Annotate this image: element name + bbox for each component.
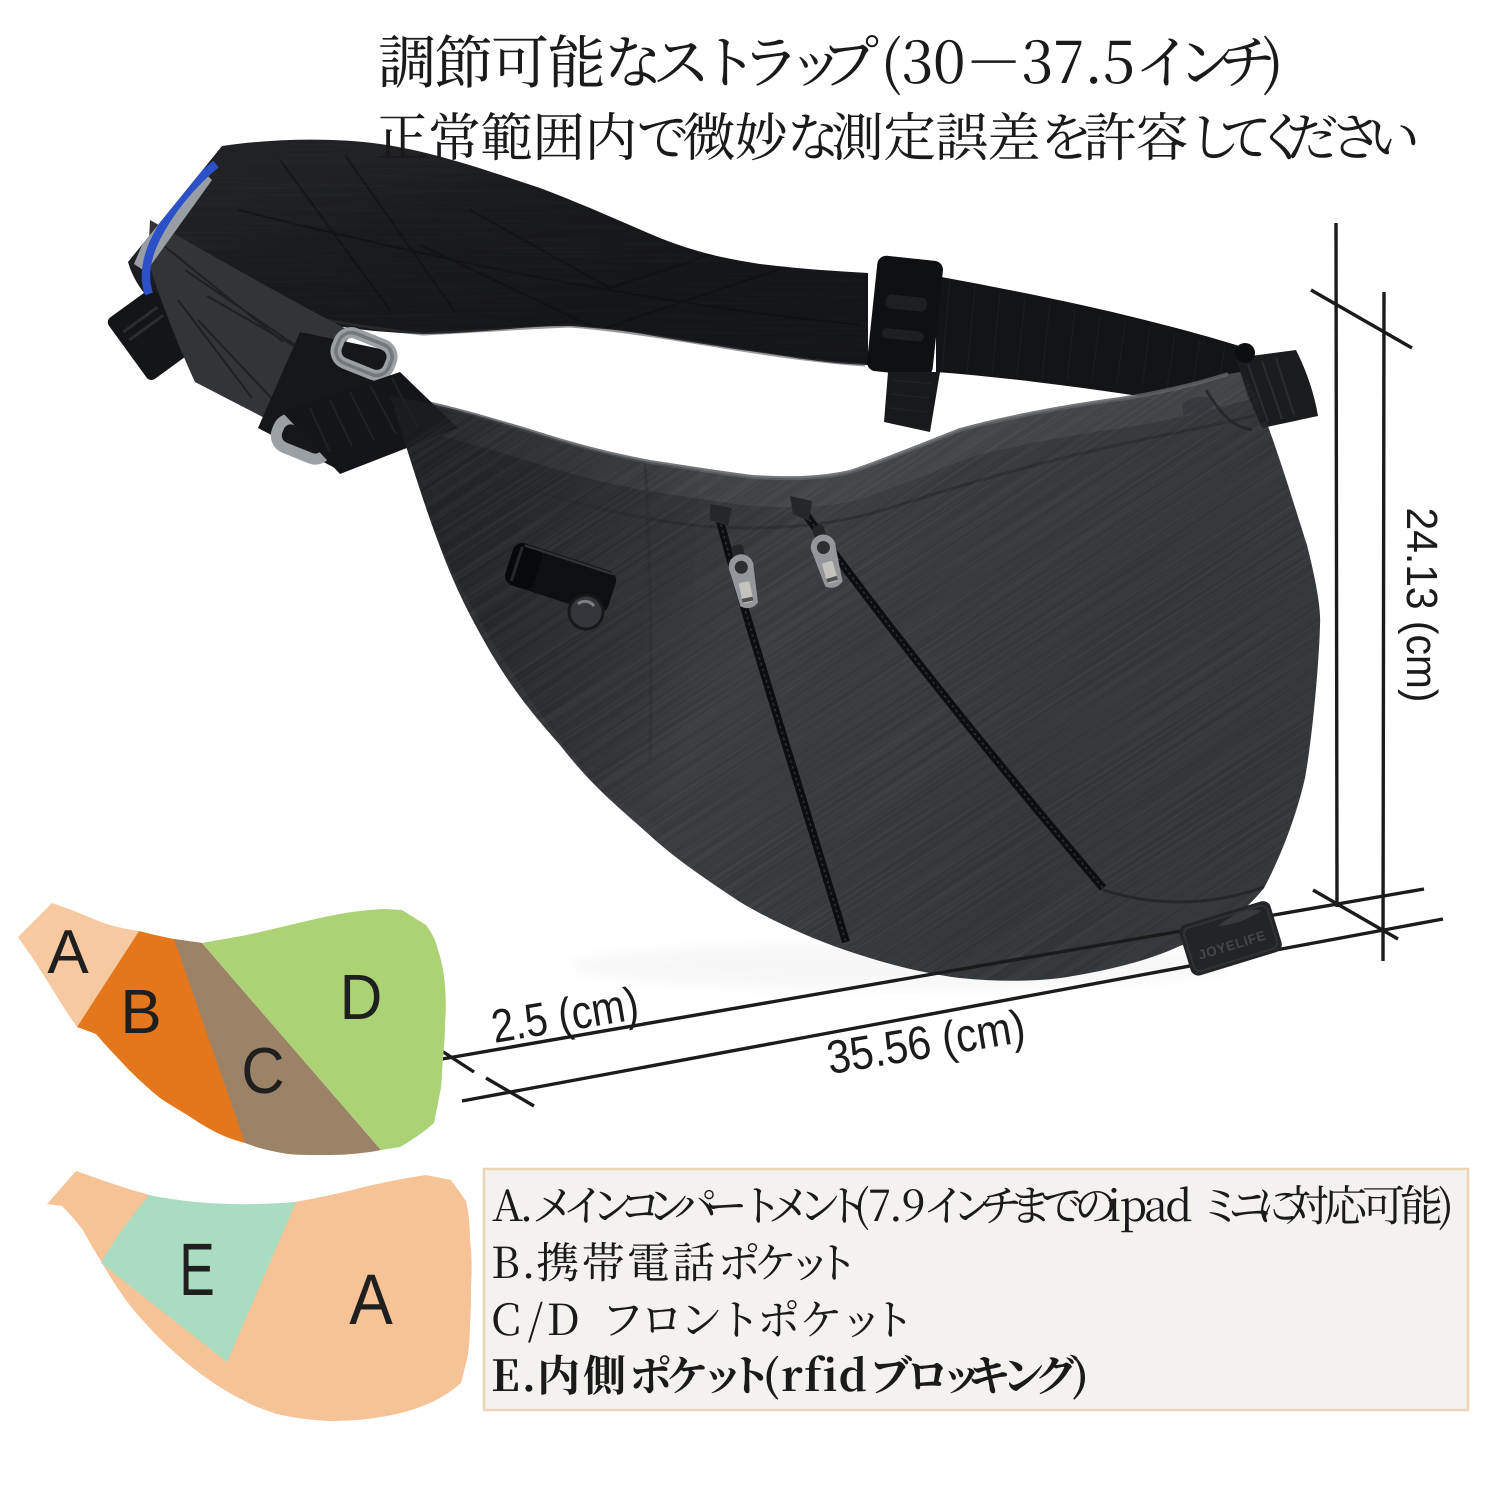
svg-text:B: B <box>120 978 161 1047</box>
svg-text:24.13 (cm): 24.13 (cm) <box>1397 508 1446 703</box>
svg-text:A: A <box>349 1261 393 1340</box>
svg-text:A: A <box>47 918 89 987</box>
svg-text:C: C <box>241 1035 284 1108</box>
svg-text:E: E <box>179 1228 215 1311</box>
svg-text:D: D <box>340 962 383 1034</box>
